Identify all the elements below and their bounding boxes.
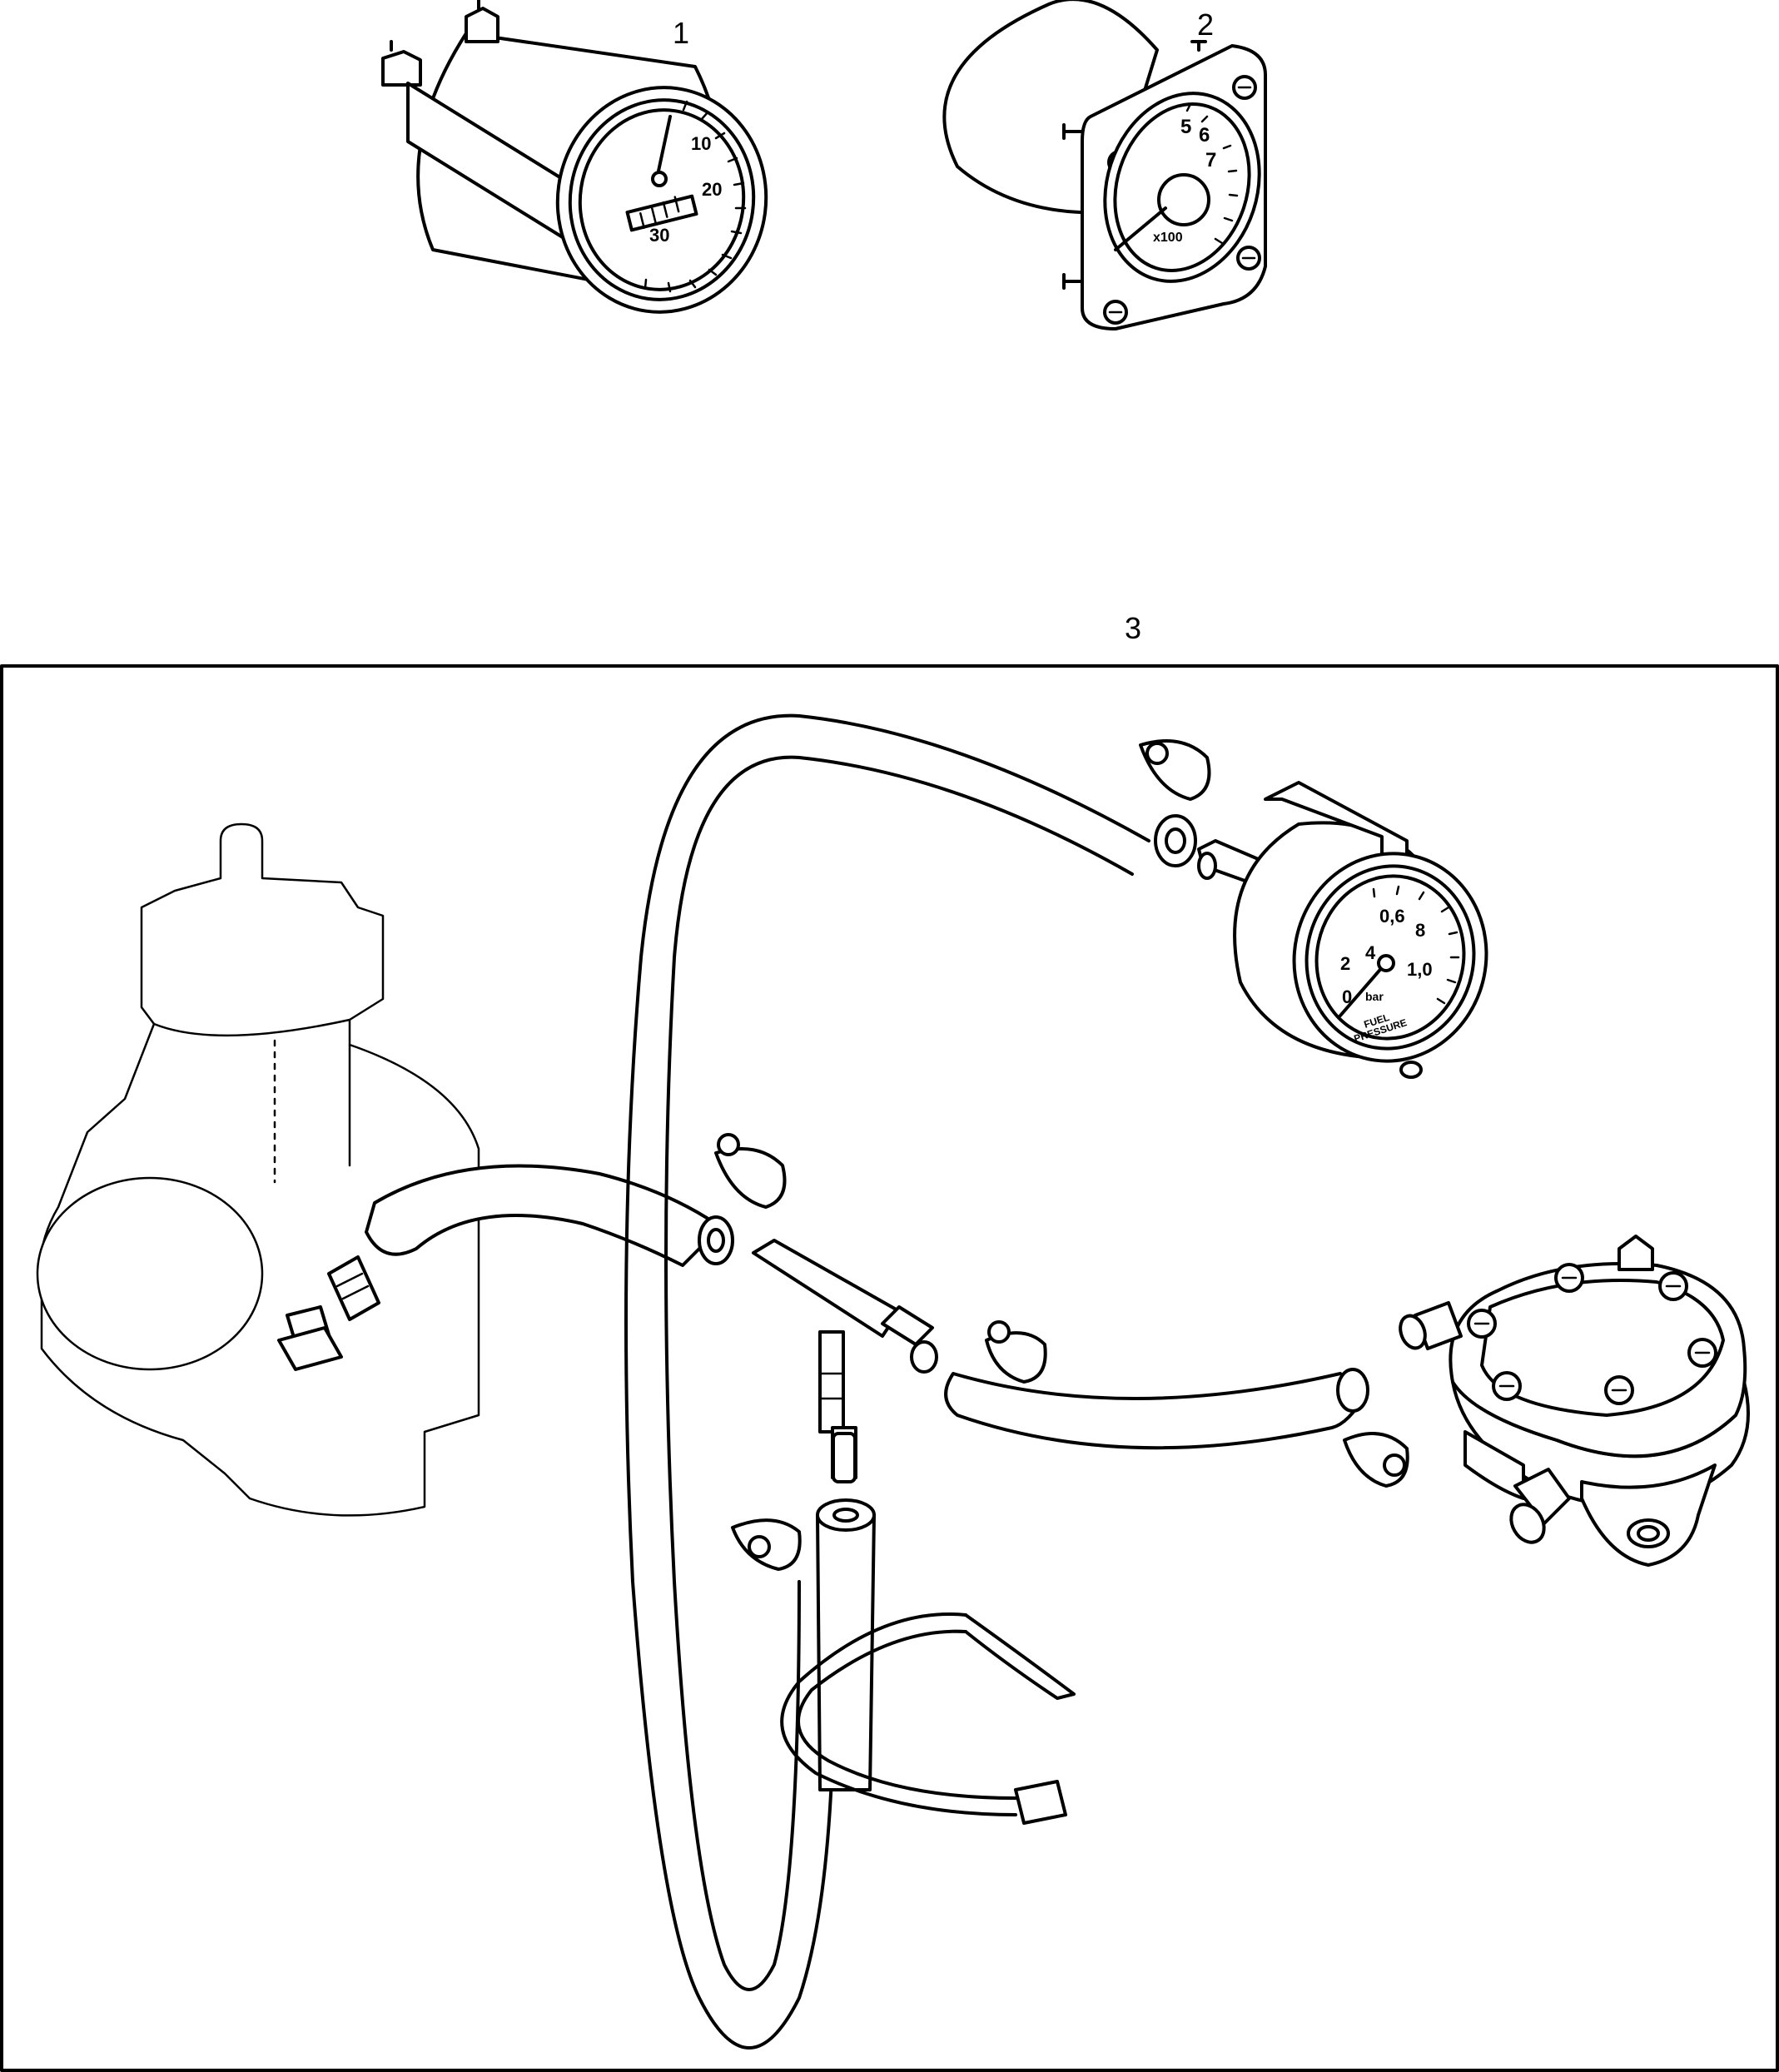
carburettor — [36, 822, 480, 1517]
fuel-pump — [1399, 1235, 1750, 1567]
gauge-2-scale-5: 5 — [1180, 116, 1191, 138]
hose-clamp-1 — [1139, 739, 1211, 801]
gauge-3-scale-8: 8 — [1415, 920, 1425, 941]
hose-clamp-5 — [1343, 1432, 1409, 1488]
gauge-1-scale-30: 30 — [649, 225, 669, 246]
kit-frame — [0, 664, 1779, 2072]
gauge-1: 10 20 30 — [381, 0, 768, 314]
callout-2: 2 — [1197, 7, 1214, 42]
gauge-3-scale-06: 0,6 — [1379, 906, 1405, 927]
hose-clamp-2 — [714, 1133, 787, 1209]
hose-clamp-4 — [731, 1518, 802, 1571]
hose-stub — [832, 1432, 857, 1483]
pump-bolts — [1467, 1263, 1717, 1405]
gauge-3-unit: bar — [1365, 990, 1384, 1003]
gauge-2-scale-7: 7 — [1205, 149, 1216, 171]
gauge-2: 5 6 7 x100 — [942, 0, 1267, 330]
callout-3: 3 — [1125, 611, 1141, 645]
gauge-3-scale-4: 4 — [1365, 942, 1376, 963]
gauge-2-multiplier: x100 — [1153, 231, 1183, 245]
gauge-1-scale-20: 20 — [702, 179, 722, 200]
hose-clamp-3 — [985, 1320, 1047, 1384]
cable-tie — [780, 1612, 1076, 1825]
gauge-3-scale-2: 2 — [1340, 953, 1350, 974]
gauge-3-scale-0: 0 — [1342, 986, 1352, 1007]
hose-vertical — [816, 1498, 876, 1791]
gauge-3-scale-10: 1,0 — [1407, 959, 1433, 980]
gauge-2-scale-6: 6 — [1199, 124, 1210, 147]
gauge-1-scale-10: 10 — [691, 133, 711, 154]
hose-pump — [944, 1368, 1369, 1450]
callout-1: 1 — [673, 16, 689, 50]
hose-long — [624, 713, 1197, 2050]
fuel-pressure-gauge: 0 2 4 0,6 8 1,0 bar FUEL PRESSURE — [1197, 781, 1488, 1079]
